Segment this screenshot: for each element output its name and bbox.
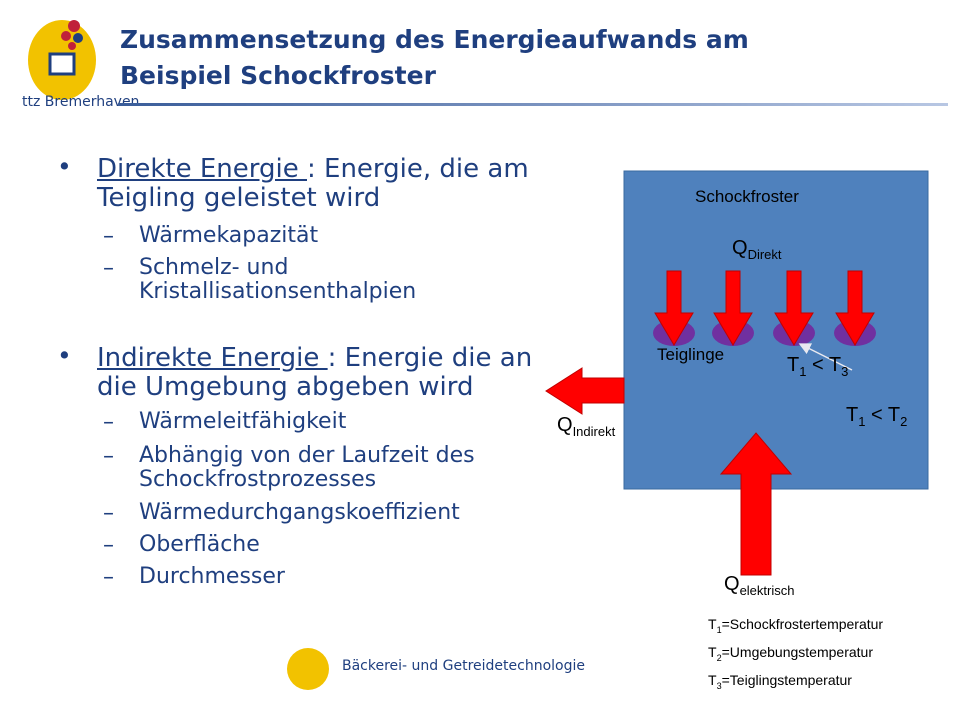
q-direkt-arrow <box>654 270 694 346</box>
bullet: • <box>57 341 72 370</box>
title-line: Zusammensetzung des Energieaufwands am <box>120 25 749 54</box>
logo-label: ttz Bremerhaven <box>22 94 140 110</box>
q-direkt-label: QDirekt <box>732 237 782 262</box>
logo-dot <box>68 42 76 50</box>
q-direkt-arrow <box>774 270 814 346</box>
dash: – <box>103 256 114 281</box>
list-item: Abhängig von der Laufzeit des Schockfros… <box>139 444 549 492</box>
direct-energy-line2: Teigling geleistet wird <box>97 183 381 213</box>
q-direkt-arrow <box>835 270 875 346</box>
schockfroster-label: Schockfroster <box>695 187 799 206</box>
title-divider <box>118 103 948 106</box>
dash: – <box>103 501 114 526</box>
t1-t2-label: T1 < T2 <box>846 404 908 429</box>
ttz-logo <box>28 20 96 100</box>
list-item-line: Abhängig von der Laufzeit des <box>139 443 475 468</box>
dash: – <box>103 410 114 435</box>
dash: – <box>103 444 114 469</box>
q-direkt-arrow <box>713 270 753 346</box>
t1-t3-label: T1 < T3 <box>787 354 849 379</box>
list-item-line: Kristallisationsenthalpien <box>139 279 417 304</box>
teiglinge-label: Teiglinge <box>657 345 725 364</box>
footer-text: Bäckerei- und Getreidetechnologie <box>342 658 585 674</box>
indirect-energy-term: Indirekte Energie <box>97 343 328 373</box>
dash: – <box>103 533 114 558</box>
list-item: Durchmesser <box>139 564 285 589</box>
direct-energy-term: Direkte Energie <box>97 154 307 184</box>
indirect-energy-text: Indirekte Energie : Energie die an die U… <box>97 344 587 402</box>
list-item-line: Schockfrostprozesses <box>139 467 377 492</box>
footer-logo-circle <box>287 648 329 690</box>
legend-item: T1=Schockfrostertemperatur <box>708 616 884 635</box>
logo-dot <box>68 20 80 32</box>
list-item: Schmelz- und Kristallisationsenthalpien <box>139 256 549 304</box>
q-indirekt-arrow <box>545 367 625 415</box>
list-item-line: Schmelz- und <box>139 255 289 280</box>
dash: – <box>103 224 114 249</box>
pointer-arrow <box>798 343 853 371</box>
direct-energy-def: : Energie, die am <box>307 154 529 184</box>
direct-energy-text: Direkte Energie : Energie, die am Teigli… <box>97 155 587 213</box>
q-indirekt-label: QIndirekt <box>557 414 616 439</box>
dash: – <box>103 565 114 590</box>
list-item: Oberfläche <box>139 532 260 557</box>
bullet: • <box>57 152 72 181</box>
logo-dot <box>61 31 71 41</box>
legend-item: T3=Teiglingstemperatur <box>708 672 852 691</box>
indirect-energy-line2: die Umgebung abgeben wird <box>97 372 474 402</box>
list-item: Wärmeleitfähigkeit <box>139 409 347 434</box>
list-item: Wärmedurchgangskoeffizient <box>139 500 460 525</box>
logo-screen-shape <box>48 52 76 76</box>
list-item: Wärmekapazität <box>139 223 319 248</box>
q-elektrisch-arrow <box>719 432 793 576</box>
legend-item: T2=Umgebungstemperatur <box>708 644 873 663</box>
indirect-energy-def: : Energie die an <box>327 343 533 373</box>
logo-dot <box>73 33 83 43</box>
title-line: Beispiel Schockfroster <box>120 61 436 90</box>
page-title: Zusammensetzung des Energieaufwands am B… <box>120 22 880 94</box>
q-elektrisch-label: Qelektrisch <box>724 573 795 598</box>
